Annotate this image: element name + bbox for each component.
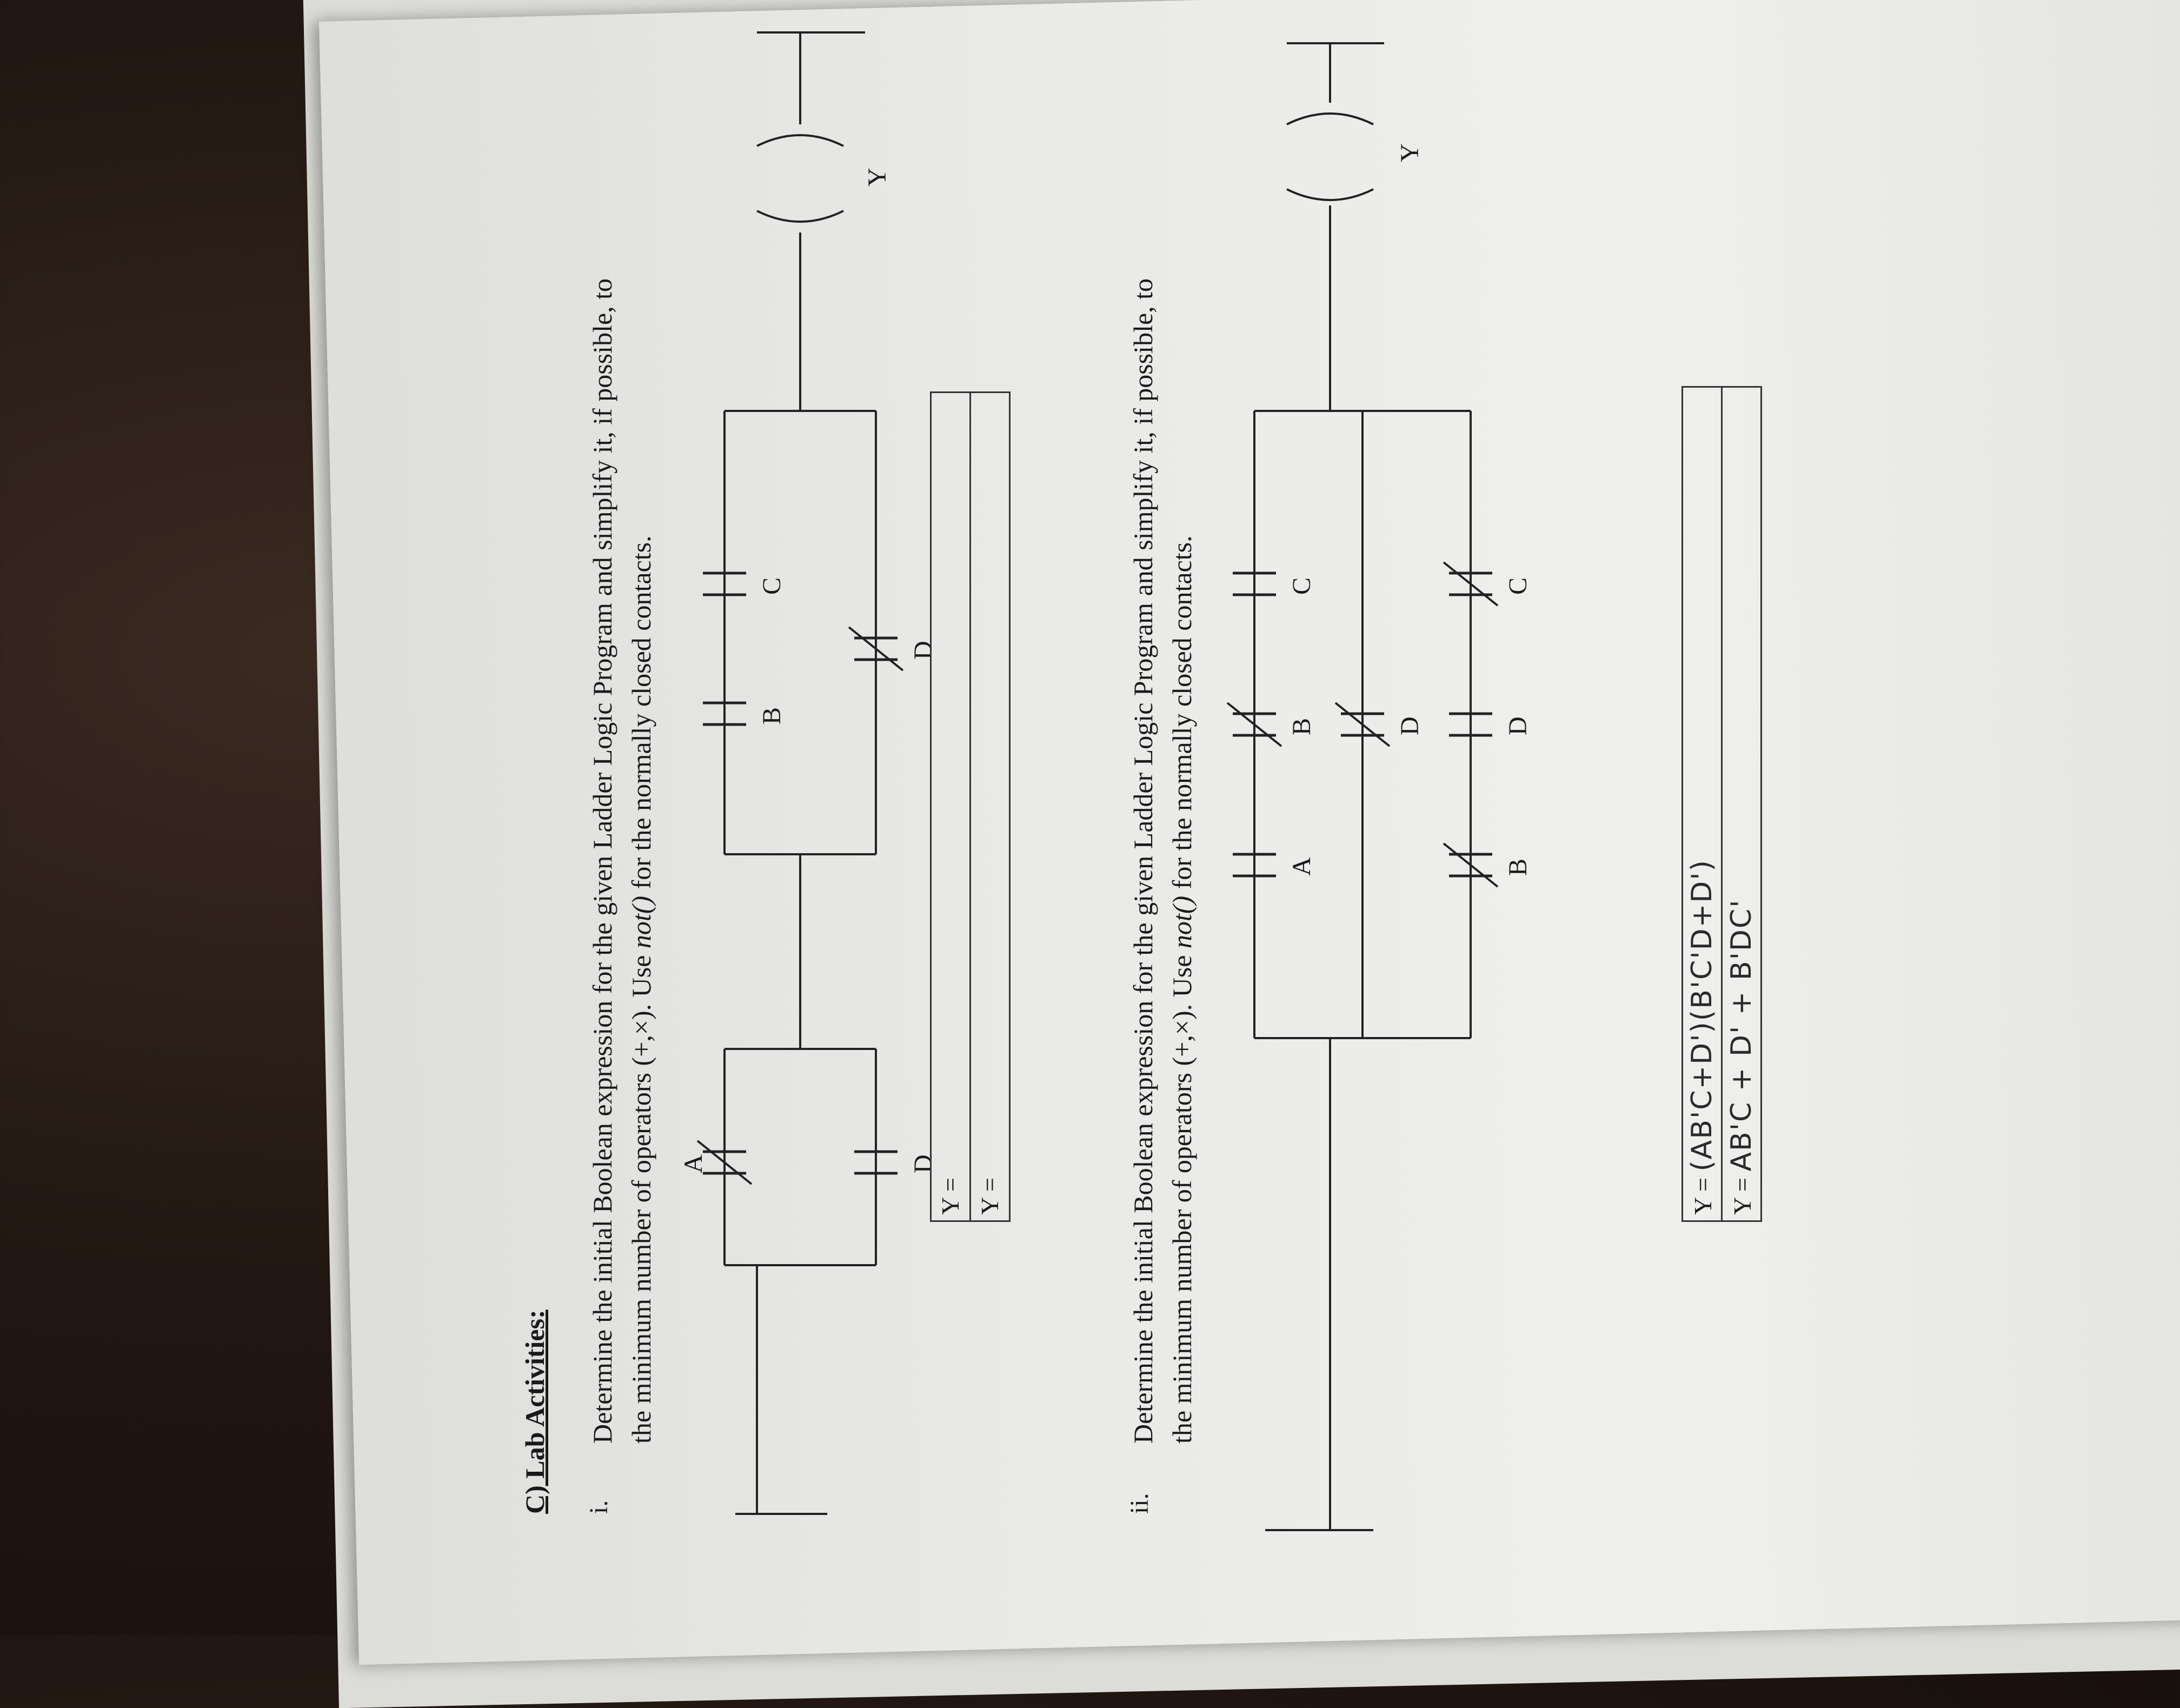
coil-y-2 xyxy=(1286,112,1374,201)
contact-a-nc xyxy=(696,1140,753,1185)
label-a: A xyxy=(1287,857,1316,876)
answer-row[interactable]: Y = AB'C + D' + B'DC' xyxy=(1725,899,1758,1215)
contact-b-nc xyxy=(1226,702,1282,747)
label-b: B xyxy=(1287,717,1316,735)
label-coil-y: Y xyxy=(1395,143,1424,162)
worksheet-page: C) Lab Activities: i. Determine the init… xyxy=(487,31,2180,1600)
contact-d-nc xyxy=(1334,702,1391,747)
contact-b2-nc xyxy=(1443,842,1499,888)
contact-a-no xyxy=(1233,853,1276,878)
contact-c-no xyxy=(703,571,746,596)
label-c2: C xyxy=(1504,577,1532,595)
contact-d2-no xyxy=(1449,712,1492,737)
label-b2: B xyxy=(1504,858,1532,876)
handwritten-answer-1: (AB'C+D')(B'C'D+D') xyxy=(1686,859,1718,1172)
contact-d-no xyxy=(854,1150,898,1175)
ladder-1-svg xyxy=(696,31,904,1515)
handwritten-answer-2: AB'C + D' + B'DC' xyxy=(1725,899,1758,1172)
label-d: D xyxy=(1395,716,1424,735)
answer-row[interactable]: Y = (AB'C+D')(B'C'D+D') xyxy=(1683,388,1723,1220)
ladder-2-svg xyxy=(1226,42,1499,1531)
contact-b-no xyxy=(703,701,746,726)
answer-box-2: Y = (AB'C+D')(B'C'D+D') Y = AB'C + D' + … xyxy=(1681,386,1762,1222)
contact-c-no xyxy=(1233,571,1276,596)
label-d2: D xyxy=(1504,716,1532,735)
contact-d2-nc xyxy=(848,626,904,672)
label-c: C xyxy=(1287,577,1316,595)
contact-c2-nc xyxy=(1443,561,1499,607)
coil-y xyxy=(756,134,844,223)
